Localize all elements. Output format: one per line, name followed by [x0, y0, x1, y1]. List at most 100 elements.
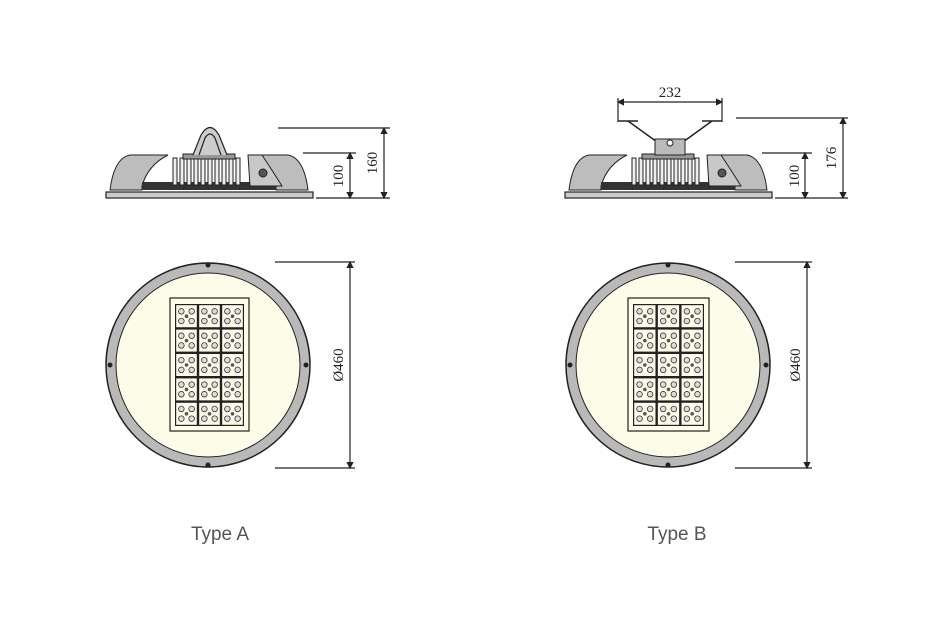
led-icon	[188, 308, 195, 315]
led-icon	[666, 314, 671, 319]
led-icon	[683, 356, 691, 364]
led-module	[222, 354, 243, 376]
led-icon	[201, 381, 208, 388]
type-a-side-view: 100 160	[105, 126, 390, 200]
led-icon	[178, 317, 185, 325]
led-icon	[690, 387, 694, 392]
led-icon	[178, 415, 185, 422]
led-icon	[666, 412, 671, 416]
led-icon	[659, 317, 667, 325]
led-icon	[224, 391, 231, 398]
led-icon	[690, 363, 694, 367]
led-module	[199, 354, 220, 376]
led-icon	[659, 342, 667, 349]
led-icon	[683, 405, 691, 413]
led-icon	[636, 356, 643, 364]
led-icon	[683, 308, 691, 315]
led-icon	[188, 381, 195, 388]
led-icon	[178, 366, 185, 374]
led-icon	[694, 366, 701, 374]
led-icon	[178, 308, 185, 315]
hanging-hook	[192, 126, 228, 156]
led-icon	[211, 391, 218, 398]
led-icon	[670, 332, 678, 339]
led-icon	[188, 317, 195, 325]
led-icon	[636, 366, 643, 374]
led-icon	[224, 317, 231, 325]
led-icon	[201, 405, 208, 413]
led-icon	[646, 381, 654, 388]
led-icon	[178, 381, 185, 388]
led-icon	[230, 314, 235, 319]
led-icon	[184, 338, 189, 343]
led-icon	[201, 308, 208, 315]
led-icon	[683, 342, 691, 349]
led-icon	[646, 415, 654, 422]
led-icon	[643, 338, 647, 343]
led-icon	[201, 317, 208, 325]
led-module	[176, 305, 197, 328]
led-icon	[188, 405, 195, 413]
led-icon	[659, 381, 667, 388]
led-icon	[659, 356, 667, 364]
led-icon	[201, 356, 208, 364]
led-icon	[201, 342, 208, 349]
led-icon	[234, 356, 241, 364]
led-icon	[646, 308, 654, 315]
led-icon	[211, 332, 218, 339]
led-icon	[230, 338, 235, 343]
led-module	[681, 402, 703, 425]
led-icon	[670, 391, 678, 398]
led-icon	[694, 317, 701, 325]
led-icon	[670, 415, 678, 422]
led-icon	[230, 387, 235, 392]
led-icon	[683, 317, 691, 325]
led-icon	[636, 381, 643, 388]
led-icon	[670, 405, 678, 413]
led-module	[657, 354, 680, 376]
led-icon	[201, 415, 208, 422]
led-icon	[659, 308, 667, 315]
led-icon	[224, 381, 231, 388]
led-icon	[188, 356, 195, 364]
led-icon	[694, 381, 701, 388]
led-icon	[690, 412, 694, 416]
led-icon	[224, 342, 231, 349]
led-icon	[234, 391, 241, 398]
led-module	[199, 329, 220, 352]
led-icon	[670, 342, 678, 349]
led-module	[222, 378, 243, 401]
led-module	[634, 378, 656, 401]
led-icon	[234, 332, 241, 339]
led-icon	[224, 405, 231, 413]
led-icon	[694, 342, 701, 349]
led-icon	[646, 405, 654, 413]
led-icon	[207, 363, 212, 367]
led-icon	[636, 332, 643, 339]
led-module	[176, 354, 197, 376]
led-icon	[643, 314, 647, 319]
led-icon	[207, 387, 212, 392]
led-icon	[670, 356, 678, 364]
led-icon	[178, 391, 185, 398]
led-icon	[643, 387, 647, 392]
led-icon	[646, 391, 654, 398]
led-module-grid	[175, 304, 244, 426]
led-module	[199, 305, 220, 328]
led-icon	[636, 415, 643, 422]
led-icon	[178, 356, 185, 364]
led-icon	[230, 363, 235, 367]
led-module	[681, 329, 703, 352]
led-module	[634, 305, 656, 328]
led-module	[657, 305, 680, 328]
led-icon	[694, 415, 701, 422]
led-icon	[694, 308, 701, 315]
led-icon	[224, 332, 231, 339]
led-icon	[224, 308, 231, 315]
led-icon	[234, 405, 241, 413]
dim-height-body: 100	[331, 165, 347, 188]
led-icon	[636, 405, 643, 413]
led-icon	[659, 405, 667, 413]
led-icon	[670, 381, 678, 388]
